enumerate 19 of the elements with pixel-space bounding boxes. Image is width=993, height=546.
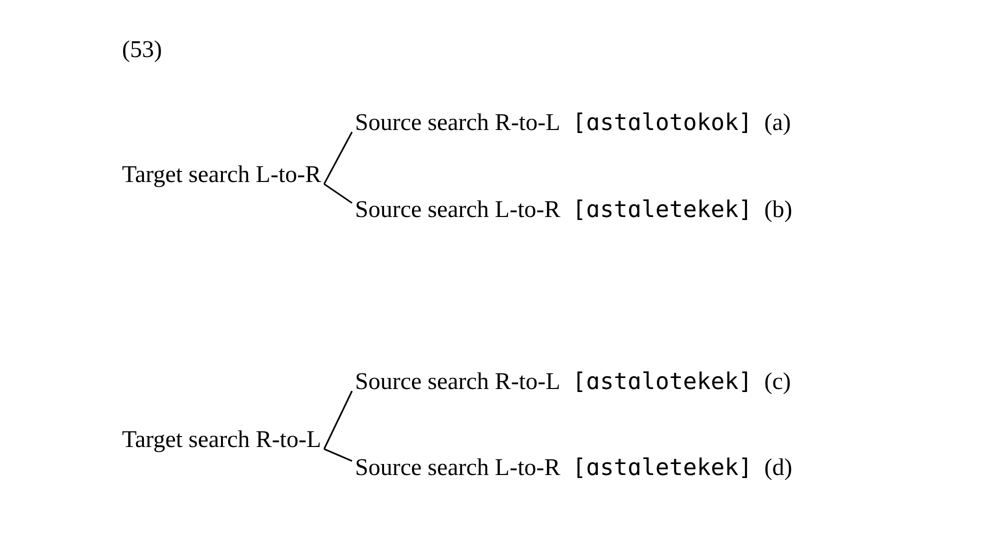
branch-label: Source search L-to-R (355, 454, 560, 483)
transcription: [ɑstɑlotokok] (572, 109, 752, 138)
example-letter: (a) (764, 109, 791, 138)
example-number: (53) (122, 36, 162, 65)
transcription: [ɑstɑlotekek] (572, 368, 752, 397)
branch-line (324, 183, 352, 204)
example-letter: (b) (764, 196, 792, 225)
root-label: Target search R-to-L (122, 426, 322, 455)
example-letter: (d) (764, 454, 792, 483)
branch-line (324, 448, 352, 462)
root-label: Target search L-to-R (122, 161, 322, 190)
branch-label: Source search R-to-L (355, 109, 560, 138)
branch-line (323, 132, 353, 184)
transcription: [ɑstɑletekek] (572, 196, 752, 225)
branch-line (323, 390, 353, 450)
example-letter: (c) (764, 368, 791, 397)
transcription: [ɑstɑletekek] (572, 454, 752, 483)
branch-label: Source search L-to-R (355, 196, 560, 225)
branch-label: Source search R-to-L (355, 368, 560, 397)
